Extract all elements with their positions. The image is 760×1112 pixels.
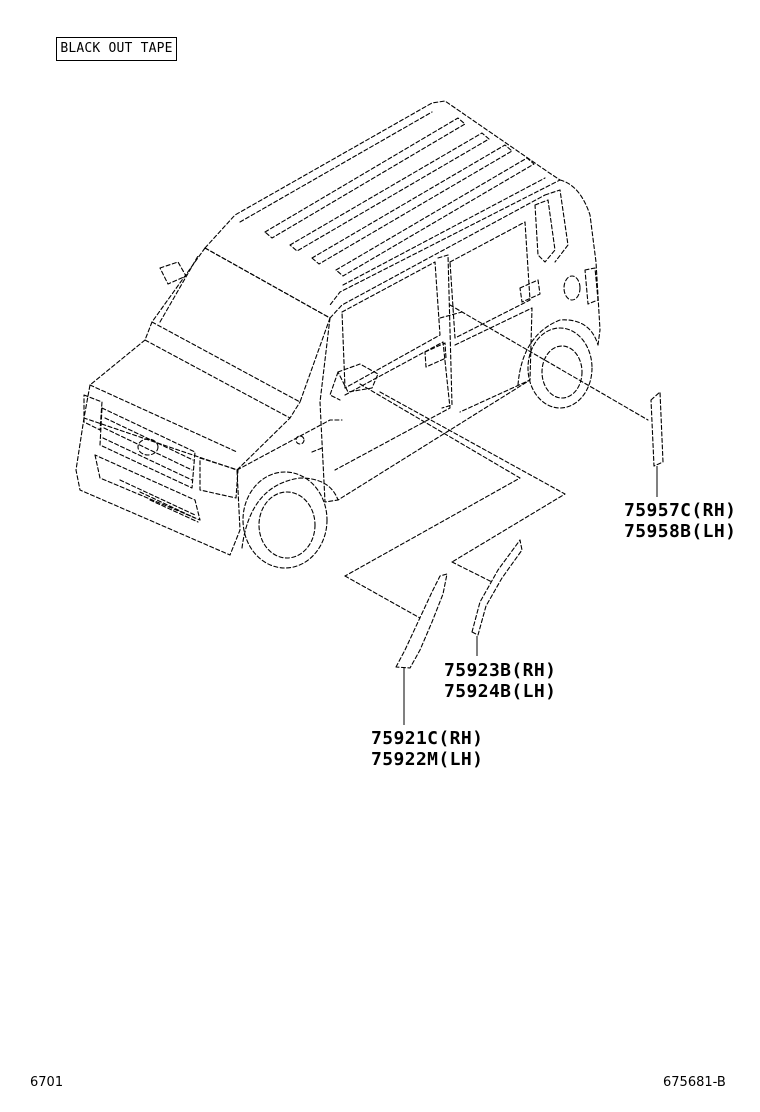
part-number-75957C: 75957C(RH) [624,500,737,521]
leader-lines [344,304,649,619]
part-number-75921C: 75921C(RH) [371,728,484,749]
callout-lines [403,466,658,725]
part-number-75924B: 75924B(LH) [444,681,557,702]
vehicle-illustration [75,100,601,569]
footer-right-code: 675681-B [663,1075,726,1090]
part-number-75922M: 75922M(LH) [371,749,484,770]
tape-part-75923B [471,539,523,636]
diagram-title: BLACK OUT TAPE [56,37,177,61]
footer-left-code: 6701 [30,1075,64,1090]
tape-part-75921C [395,573,448,669]
part-number-75958B: 75958B(LH) [624,521,737,542]
tape-part-75957C [650,391,664,467]
part-number-75923B: 75923B(RH) [444,660,557,681]
